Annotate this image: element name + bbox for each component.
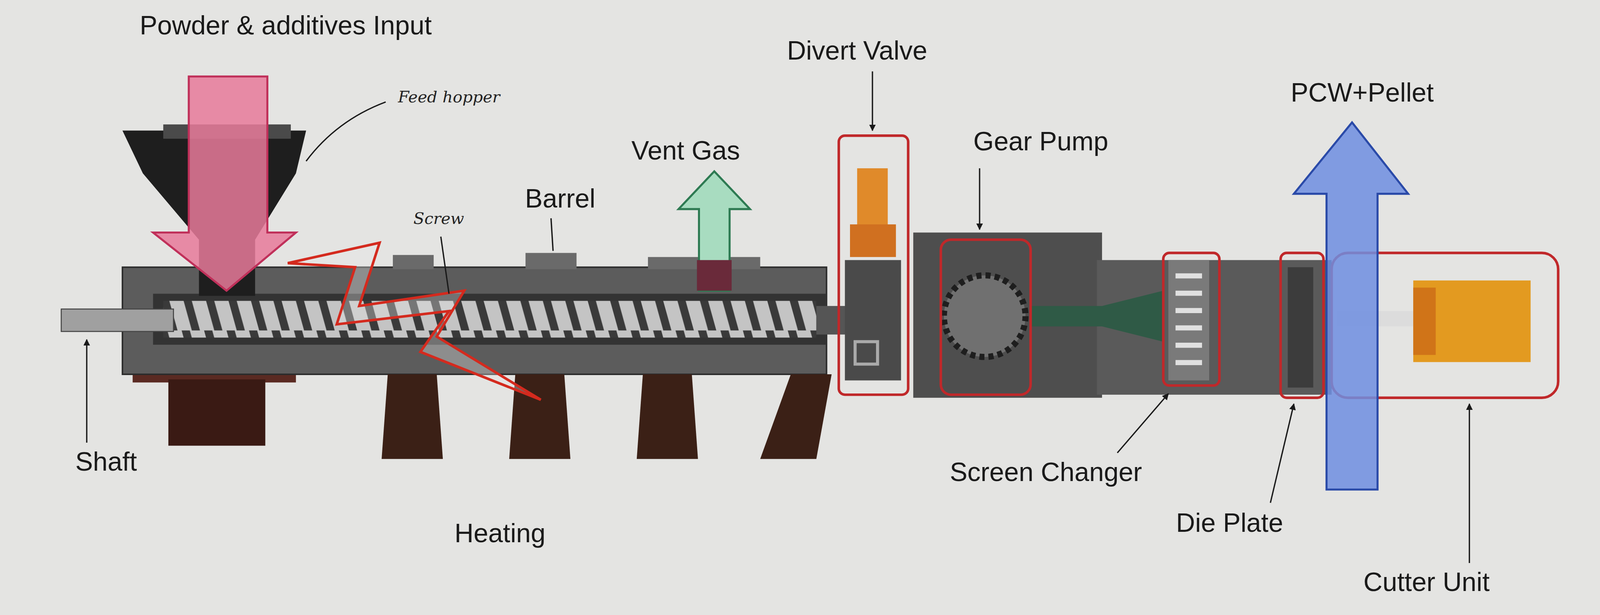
divert-valve-actuator [857, 168, 888, 230]
handwritten-label: Screw [413, 209, 465, 228]
handwritten-label: Feed hopper [398, 87, 500, 106]
heating-support [636, 374, 698, 460]
part-label: Screen Changer [949, 457, 1142, 488]
part-label: Cutter Unit [1363, 567, 1490, 598]
screen [1175, 325, 1202, 331]
cutter-motor-face [1413, 287, 1436, 355]
leader-line [1468, 404, 1470, 564]
melt-channel [1030, 290, 1164, 342]
leader-line [440, 236, 449, 294]
hopper-base [168, 379, 266, 446]
part-label: Die Plate [1176, 508, 1284, 539]
part-label: PCW+Pellet [1290, 77, 1434, 108]
leader-line [871, 71, 873, 131]
highlight-box [1163, 253, 1220, 386]
highlight-box [940, 239, 1031, 395]
part-label: Barrel [524, 183, 596, 214]
heating-support [381, 374, 443, 460]
divert-valve-port [855, 341, 878, 364]
screen [1175, 360, 1202, 366]
vent-pipe [696, 260, 732, 291]
screen [1175, 308, 1202, 314]
barrel-port [392, 255, 434, 270]
highlight-box [838, 135, 908, 395]
pcw-arrow [1294, 122, 1409, 490]
leader-line [1270, 404, 1294, 503]
adapter [816, 306, 848, 335]
heating-support [760, 374, 832, 460]
leader-line [551, 218, 554, 252]
screen-changer [1168, 260, 1210, 381]
barrel-bolt [525, 253, 577, 270]
screen [1175, 290, 1202, 296]
screw [163, 300, 817, 338]
barrel-bore [153, 294, 827, 346]
screen [1175, 342, 1202, 348]
part-label: Gear Pump [973, 126, 1108, 157]
screen [1175, 273, 1202, 279]
divert-valve-body [844, 260, 901, 381]
gear [944, 275, 1026, 358]
leader-line [1117, 394, 1169, 454]
part-label: Vent Gas [631, 135, 741, 166]
die-plate [1287, 267, 1314, 388]
leader-line [978, 168, 980, 230]
leader-line [306, 102, 386, 162]
vent-arrow [678, 171, 750, 291]
leader-line [86, 339, 88, 443]
shaft [61, 309, 174, 332]
part-label: Shaft [75, 446, 137, 478]
cutter-motor [1413, 280, 1531, 362]
heating-bolt [287, 242, 541, 400]
divert-valve-actuator [850, 224, 896, 258]
part-label: Divert Valve [786, 35, 928, 66]
part-label: Powder & additives Input [139, 10, 432, 41]
part-label: Heating [454, 518, 546, 549]
feed-arrow [153, 76, 296, 291]
highlight-box [1280, 253, 1324, 398]
